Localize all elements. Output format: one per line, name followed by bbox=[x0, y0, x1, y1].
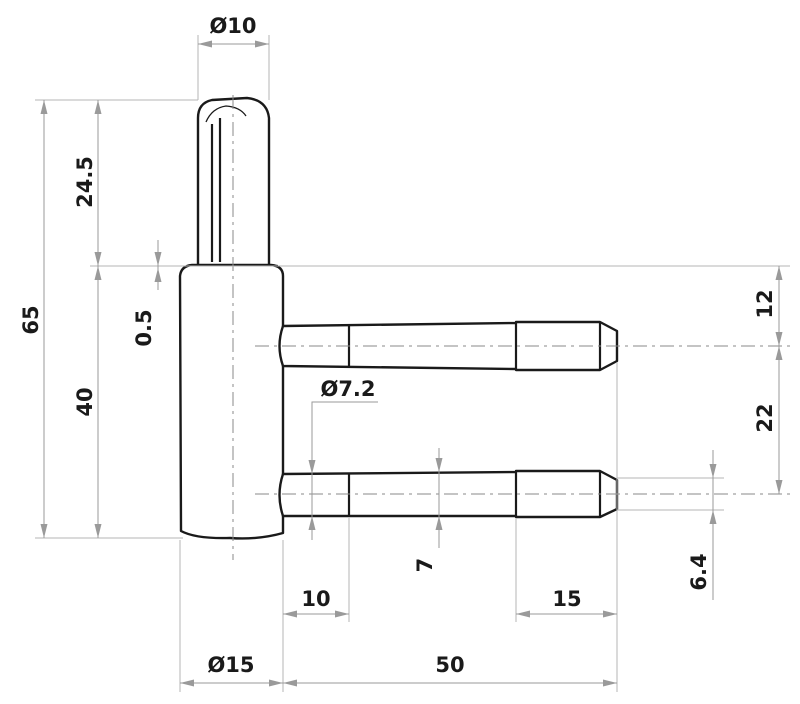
dim-stud-length: 50 bbox=[435, 653, 464, 677]
upper-pin-slot bbox=[210, 118, 222, 262]
upper-pin-groove bbox=[205, 105, 247, 123]
hinge-part bbox=[178, 96, 619, 540]
dim-pin-diameter: Ø10 bbox=[209, 14, 256, 38]
dim-tip-length: 15 bbox=[552, 587, 581, 611]
dim-stud-diameter: Ø7.2 bbox=[320, 377, 375, 401]
dim-overall-height: 65 bbox=[19, 305, 43, 334]
dim-stud-step: 7 bbox=[413, 558, 437, 573]
dim-gap: 0.5 bbox=[132, 309, 156, 346]
dimension-labels: Ø10 65 24.5 0.5 40 12 22 Ø7.2 7 6.4 10 1… bbox=[19, 14, 777, 677]
dimension-lines bbox=[40, 40, 783, 687]
dim-body-diameter: Ø15 bbox=[207, 653, 254, 677]
dim-top-offset: 12 bbox=[753, 289, 777, 318]
dim-pin-length: 24.5 bbox=[73, 156, 97, 208]
hinge-body bbox=[178, 263, 285, 540]
extension-lines bbox=[35, 35, 790, 692]
dim-stud-tip-diameter: 6.4 bbox=[687, 553, 711, 590]
dim-pin-spacing: 22 bbox=[753, 403, 777, 432]
dim-first-segment: 10 bbox=[301, 587, 330, 611]
dim-body-height: 40 bbox=[73, 387, 97, 416]
center-lines bbox=[232, 95, 790, 560]
